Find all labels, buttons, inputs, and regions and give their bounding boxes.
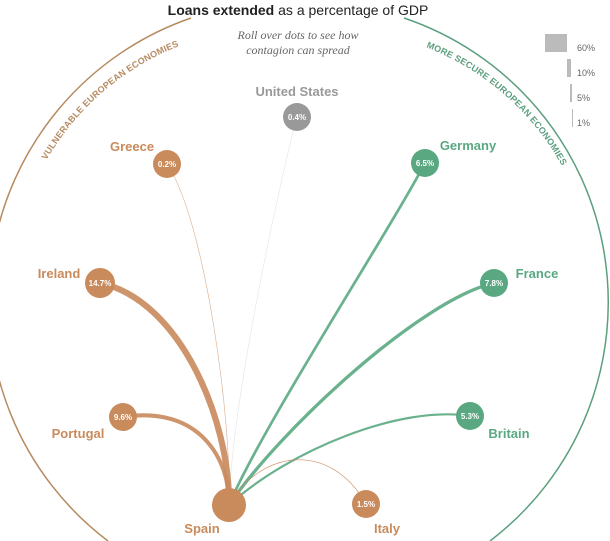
country-label: Britain (488, 426, 529, 441)
country-value: 9.6% (114, 413, 132, 422)
node-united-states[interactable]: 0.4% United States (255, 84, 339, 131)
country-value: 14.7% (89, 279, 112, 288)
flow-line-united-states (228, 116, 298, 506)
node-ireland[interactable]: 14.7% Ireland (38, 266, 115, 298)
instruction-line-2: contagion can spread (246, 43, 351, 57)
node-greece[interactable]: 0.2% Greece (110, 139, 181, 178)
node-portugal[interactable]: 9.6% Portugal (52, 403, 137, 441)
flow-line-germany (227, 161, 427, 507)
legend-label-1: 1% (577, 118, 590, 128)
country-label: Portugal (52, 426, 105, 441)
legend-swatch-10 (567, 59, 571, 77)
legend-swatch-60 (545, 34, 567, 52)
instruction-line-1: Roll over dots to see how (237, 28, 359, 42)
node-france[interactable]: 7.8% France (480, 266, 558, 297)
chart-title: Loans extended as a percentage of GDP (168, 2, 429, 18)
legend-swatch-1 (572, 109, 573, 127)
country-dot[interactable] (480, 269, 508, 297)
vulnerable-group-arc (0, 17, 192, 541)
country-dot[interactable] (283, 103, 311, 131)
country-value: 7.8% (485, 279, 503, 288)
title-rest: as a percentage of GDP (274, 2, 428, 18)
source-node[interactable]: Spain (184, 488, 246, 536)
country-value: 0.2% (158, 160, 176, 169)
country-dot[interactable] (85, 268, 115, 298)
country-dot[interactable] (352, 490, 380, 518)
secure-group-arc (403, 17, 609, 541)
node-italy[interactable]: 1.5% Italy (352, 490, 401, 536)
legend-label-60: 60% (577, 43, 595, 53)
country-dot[interactable] (411, 149, 439, 177)
flow-line-britain (227, 413, 472, 507)
country-label: France (516, 266, 559, 281)
country-label: Italy (374, 521, 401, 536)
country-dot[interactable] (456, 402, 484, 430)
flow-line-ireland (96, 279, 233, 509)
title-bold: Loans extended (168, 2, 275, 18)
node-germany[interactable]: 6.5% Germany (411, 138, 497, 177)
source-dot[interactable] (212, 488, 246, 522)
source-label: Spain (184, 521, 219, 536)
country-value: 0.4% (288, 113, 306, 122)
country-value: 6.5% (416, 159, 434, 168)
flow-line-france (227, 281, 496, 507)
country-value: 1.5% (357, 500, 375, 509)
country-dot[interactable] (109, 403, 137, 431)
country-dot[interactable] (153, 150, 181, 178)
flow-line-italy (228, 459, 367, 506)
node-britain[interactable]: 5.3% Britain (456, 402, 530, 441)
country-label: United States (255, 84, 338, 99)
line-width-legend: 60% 10% 5% 1% (545, 34, 595, 128)
country-label: Greece (110, 139, 154, 154)
country-value: 5.3% (461, 412, 479, 421)
flow-line-portugal (120, 413, 232, 508)
country-label: Germany (440, 138, 497, 153)
legend-swatch-5 (570, 84, 572, 102)
legend-label-5: 5% (577, 93, 590, 103)
legend-label-10: 10% (577, 68, 595, 78)
country-label: Ireland (38, 266, 81, 281)
